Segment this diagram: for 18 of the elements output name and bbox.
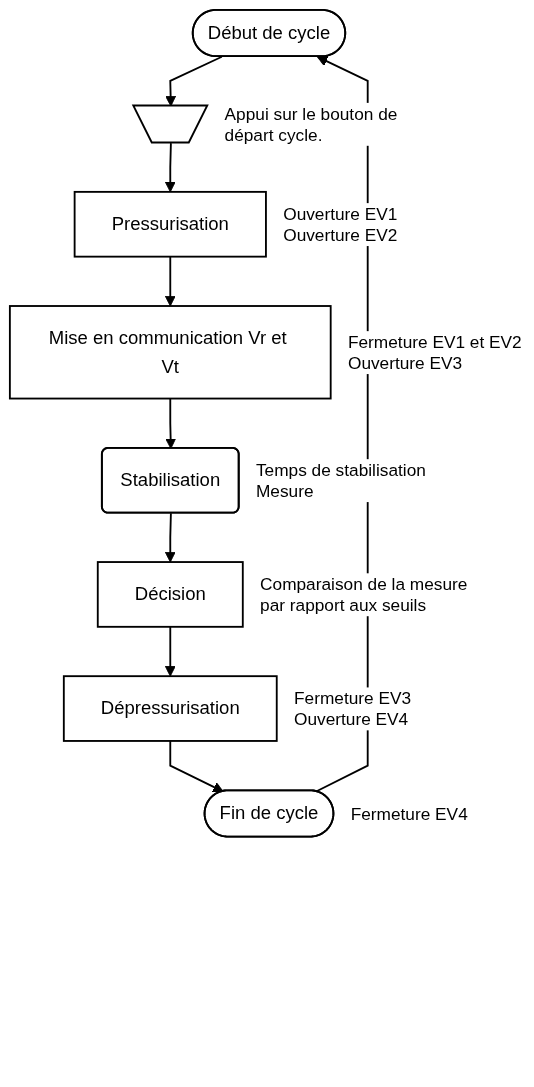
node-box: Dépressurisation [62,675,278,742]
annotation-text: Fermeture EV4 [350,803,468,824]
annotation-text: Fermeture EV1 et EV2 Ouverture EV3 [347,331,522,373]
node-box: Pressurisation [73,190,267,258]
arrow [164,142,176,193]
arrow [164,255,176,307]
node-box: Mise en communication Vr et Vt [8,305,332,400]
annotation-text: Comparaison de la mesure par rapport aux seuils [260,574,468,616]
arrow [164,625,176,677]
arrow [169,740,224,793]
annotation-text: Ouverture EV1 Ouverture EV2 [283,203,398,245]
annotation-text: Temps de stabilisation Mesure [255,460,426,501]
node-trapezoid [131,104,209,144]
node-box: Décision [96,561,244,628]
arrow [165,397,177,449]
arrow [164,512,176,563]
annotation-text: Appui sur le bouton de départ cycle. [224,103,398,145]
annotation-text: Fermeture EV3 Ouverture EV4 [294,688,412,730]
